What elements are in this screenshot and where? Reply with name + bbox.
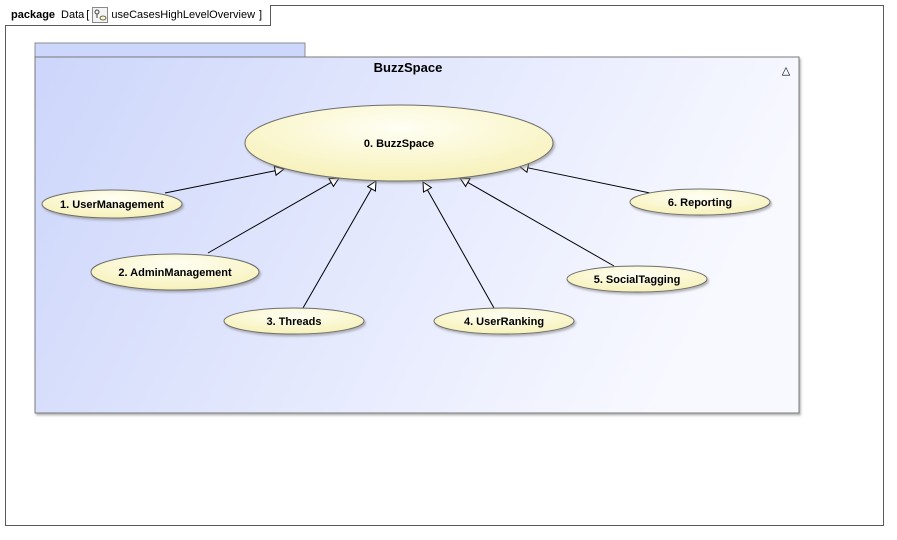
frame-diagram-name: useCasesHighLevelOverview xyxy=(111,8,256,21)
use-case-uc1[interactable]: 1. UserManagement xyxy=(41,189,183,219)
frame-bracket-open: [ xyxy=(86,8,90,21)
use-case-uc5[interactable]: 5. SocialTagging xyxy=(566,265,708,293)
generalization-arrowhead xyxy=(366,180,377,192)
generalization-arrowhead xyxy=(328,177,340,188)
system-boundary-tab xyxy=(34,42,306,59)
generalization-uc3-to-uc0[interactable] xyxy=(302,180,377,309)
use-case-uc3[interactable]: 3. Threads xyxy=(223,307,365,335)
use-cases: 0. BuzzSpace 1. UserManagement 2. AdminMan… xyxy=(41,104,771,335)
system-title: BuzzSpace xyxy=(374,60,443,75)
generalization-line[interactable] xyxy=(207,182,332,254)
generalization-line[interactable] xyxy=(527,167,651,194)
generalization-line[interactable] xyxy=(302,188,372,309)
use-case-ellipse[interactable] xyxy=(90,253,260,291)
generalization-uc5-to-uc0[interactable] xyxy=(459,177,615,267)
use-case-ellipse[interactable] xyxy=(41,189,183,219)
generalization-uc2-to-uc0[interactable] xyxy=(207,177,340,254)
use-case-ellipse[interactable] xyxy=(244,104,554,182)
generalization-line[interactable] xyxy=(426,189,495,309)
generalization-edges xyxy=(164,162,651,309)
generalization-arrowhead xyxy=(459,177,471,188)
use-case-label: 1. UserManagement xyxy=(60,199,164,211)
use-case-label: 4. UserRanking xyxy=(464,316,544,328)
generalization-arrowhead xyxy=(273,165,286,177)
use-case-ellipse[interactable] xyxy=(433,307,575,335)
generalization-line[interactable] xyxy=(467,182,615,267)
use-case-label: 3. Threads xyxy=(266,316,321,328)
frame-keyword: package xyxy=(11,8,56,21)
frame-bracket-close: ] xyxy=(259,8,263,21)
generalization-arrowhead xyxy=(422,181,433,193)
use-case-label: 6. Reporting xyxy=(668,197,732,209)
use-case-label: 5. SocialTagging xyxy=(594,274,681,286)
use-case-ellipse[interactable] xyxy=(566,265,708,293)
use-case-label: 0. BuzzSpace xyxy=(364,138,434,150)
triangle-icon[interactable]: △ xyxy=(782,64,791,77)
use-case-ellipse[interactable] xyxy=(223,307,365,335)
frame-package-name: Data xyxy=(61,8,85,21)
system-boundary[interactable]: BuzzSpace △ xyxy=(34,42,800,414)
generalization-line[interactable] xyxy=(164,170,276,194)
use-case-uc6[interactable]: 6. Reporting xyxy=(629,188,771,216)
generalization-uc4-to-uc0[interactable] xyxy=(422,181,495,309)
frame-tab: package Data [ useCasesHighLevelOverview… xyxy=(5,4,272,26)
generalization-uc1-to-uc0[interactable] xyxy=(164,165,286,194)
use-case-uc0[interactable]: 0. BuzzSpace xyxy=(244,104,554,182)
use-case-diagram-icon xyxy=(92,6,109,23)
frame-header: package Data [ useCasesHighLevelOverview… xyxy=(5,4,272,26)
use-case-label: 2. AdminManagement xyxy=(118,267,232,279)
use-case-uc4[interactable]: 4. UserRanking xyxy=(433,307,575,335)
use-case-uc2[interactable]: 2. AdminManagement xyxy=(90,253,260,291)
use-case-ellipse[interactable] xyxy=(629,188,771,216)
